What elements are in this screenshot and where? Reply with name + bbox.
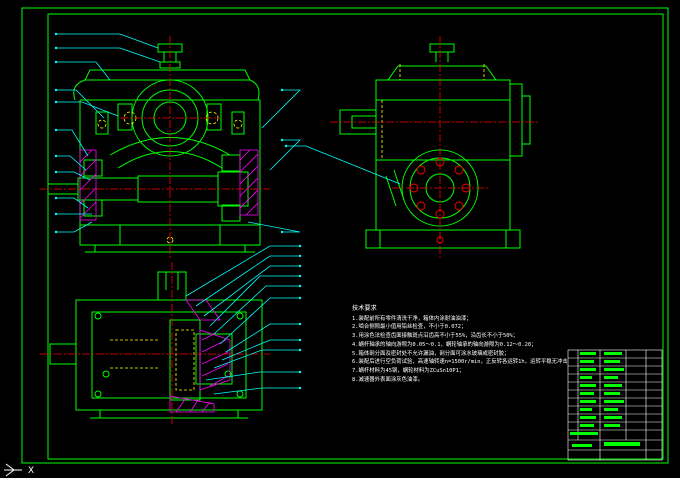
top-view-centerlines [40, 262, 270, 424]
tech-note-6: 6.装配后进行空负荷试验，高速轴转速n=1500r/min，正反转各运转1h，运… [352, 359, 567, 366]
tech-note-3: 3.用涂色法检查齿面接触斑点沿齿高不小于55%，沿齿长不小于50%； [352, 333, 519, 340]
tech-note-2: 2.啮合侧隙最小值用铅丝检查，不小于0.072； [352, 324, 467, 331]
top-view-hatching [169, 299, 231, 413]
parts-list-entries [570, 352, 640, 447]
side-view-centerlines [330, 36, 540, 258]
ucs-x-label: X [28, 466, 34, 476]
leader-terminal-dots [54, 32, 302, 390]
tech-note-4: 4.蜗杆轴承的轴向游隙为0.05～0.1，蜗轮轴承的轴向游隙为0.12～0.20… [352, 341, 537, 348]
tech-note-7: 7.蜗杆材料为45钢，蜗轮材料为ZCuSn10P1； [352, 367, 465, 374]
tech-note-8: 8.减速器外表面涂灰色油漆。 [352, 376, 424, 383]
side-view [339, 43, 531, 249]
ucs-icon [4, 463, 22, 477]
sheet-border-inner [47, 13, 664, 460]
leader-lines [56, 33, 401, 395]
sheet-border-outer [21, 7, 669, 464]
parts-list-table [567, 349, 663, 461]
front-view-hatching [79, 149, 259, 221]
technical-requirements: 技术要求 1.装配前所有零件清洗干净，箱体内涂耐油油漆； 2.啮合侧隙最小值用铅… [352, 305, 567, 384]
tech-note-5: 5.箱体剖分面及密封处不允许漏油，剖分面可涂水玻璃或密封胶； [352, 350, 510, 357]
side-view-hidden [381, 64, 485, 160]
front-view-centerlines [40, 36, 270, 258]
tech-note-1: 1.装配前所有零件清洗干净，箱体内涂耐油油漆； [352, 315, 472, 322]
front-view [47, 43, 261, 253]
technical-requirements-title: 技术要求 [352, 305, 377, 312]
top-view-hidden [110, 329, 195, 391]
